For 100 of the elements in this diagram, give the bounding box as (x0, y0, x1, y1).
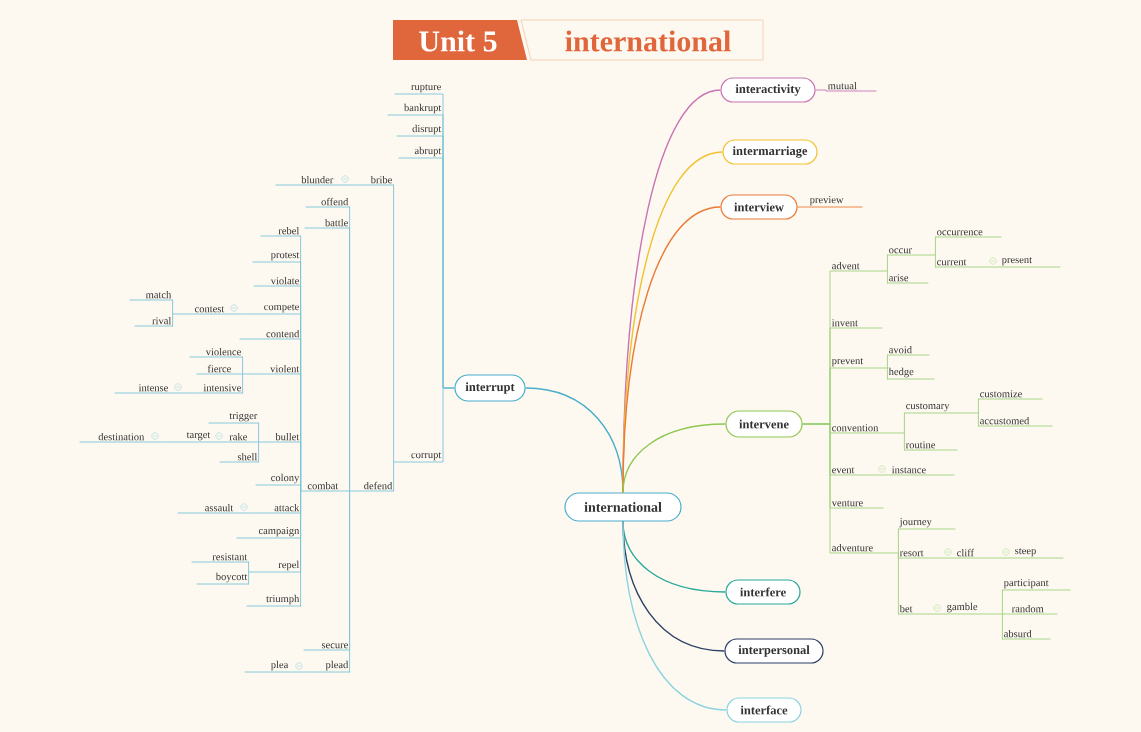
branch-line (886, 254, 888, 272)
branch-line (873, 474, 891, 476)
branch-line (248, 441, 260, 443)
branch-line (300, 484, 302, 492)
branch-line (145, 441, 166, 443)
word: routine (903, 441, 958, 451)
branch-line (984, 266, 1001, 268)
word: random (1009, 604, 1058, 615)
word: triumph (246, 594, 302, 607)
branch-line (934, 254, 936, 268)
branch-line (234, 512, 255, 514)
word: prevent (829, 358, 888, 369)
branch-line (940, 557, 956, 559)
branch-line (172, 313, 174, 327)
branch-curve (622, 423, 727, 494)
word: bankrupt (387, 103, 444, 116)
branch-line (903, 432, 905, 451)
branch-line (998, 557, 1014, 559)
word: arise (886, 274, 929, 284)
word: advent (829, 261, 888, 272)
word: steep (1012, 548, 1064, 559)
word: hedge (886, 367, 935, 380)
word: abrupt (398, 146, 444, 159)
branch-line (211, 441, 229, 443)
topic-bubble: intermarriage (722, 139, 818, 165)
branch-line (929, 613, 946, 615)
word: bullet (258, 432, 302, 443)
title-banner: Unit 5 (393, 20, 527, 60)
word: intense (114, 384, 171, 394)
branch-line (169, 392, 197, 394)
word: destination (79, 432, 147, 443)
topic-bubble: interrupt (454, 374, 526, 402)
branch-line (886, 270, 888, 284)
word: current (934, 259, 986, 268)
branch-line (225, 313, 244, 315)
word: event (829, 467, 875, 476)
branch-line (815, 89, 827, 92)
word: rival (134, 316, 174, 327)
word: occur (886, 248, 936, 256)
word: resort (897, 550, 942, 559)
word: plea (244, 660, 291, 673)
word: disrupt (396, 124, 444, 137)
branch-line (393, 461, 395, 492)
word: customize (977, 390, 1043, 400)
branch-line (339, 490, 351, 492)
topic-bubble: interactivity (720, 77, 816, 103)
topic-bubble: interpersonal (724, 638, 824, 664)
word: customary (903, 403, 979, 414)
word: venture (829, 500, 884, 509)
word: participant (1001, 579, 1071, 591)
topic-bubble: interfere (725, 579, 801, 605)
word: instance (889, 466, 955, 476)
branch-line (1001, 613, 1011, 615)
word: secure (303, 643, 351, 651)
word: trigger (208, 412, 260, 424)
word: intensive (195, 384, 244, 394)
word: rebel (260, 226, 302, 237)
word: rupture (394, 84, 444, 95)
word: rake (227, 432, 250, 443)
branch-line (797, 206, 809, 208)
topic-bubble: interview (720, 194, 798, 220)
word: corrupt (393, 452, 444, 463)
branch-line (393, 184, 395, 463)
branch-line (300, 490, 302, 607)
subtitle-banner: international (520, 19, 764, 61)
branch-line (802, 423, 831, 554)
word: violate (253, 276, 302, 287)
word: blunder (275, 175, 336, 186)
branch-line (258, 441, 260, 463)
word: attack (253, 503, 302, 514)
branch-line (977, 398, 979, 414)
branch-line (1001, 613, 1003, 640)
branch-line (886, 354, 888, 369)
branch-line (903, 412, 905, 434)
branch-line (886, 367, 888, 380)
word: invent (829, 319, 883, 329)
word: assault (177, 503, 236, 514)
branch-curve (622, 520, 728, 711)
word: resistant (191, 553, 250, 563)
word: cliff (954, 548, 1000, 559)
word: compete (242, 304, 302, 315)
word: defend (349, 481, 395, 492)
branch-line (289, 671, 309, 673)
word: battle (304, 218, 351, 229)
word: repel (248, 560, 302, 573)
branch-line (248, 561, 250, 573)
branch-line (248, 571, 250, 585)
word: plead (307, 660, 351, 673)
topic-bubble: intervene (725, 410, 803, 438)
word: preview (807, 196, 863, 208)
word: contest (172, 306, 227, 315)
branch-line (977, 412, 979, 427)
branch-line (934, 236, 936, 256)
central-topic-bubble: international (564, 492, 682, 522)
word: journey (897, 518, 956, 530)
word: fierce (196, 364, 234, 375)
topic-bubble: interface (726, 697, 802, 723)
word: offend (305, 197, 351, 208)
word: convention (829, 424, 905, 434)
branch-line (242, 356, 244, 375)
